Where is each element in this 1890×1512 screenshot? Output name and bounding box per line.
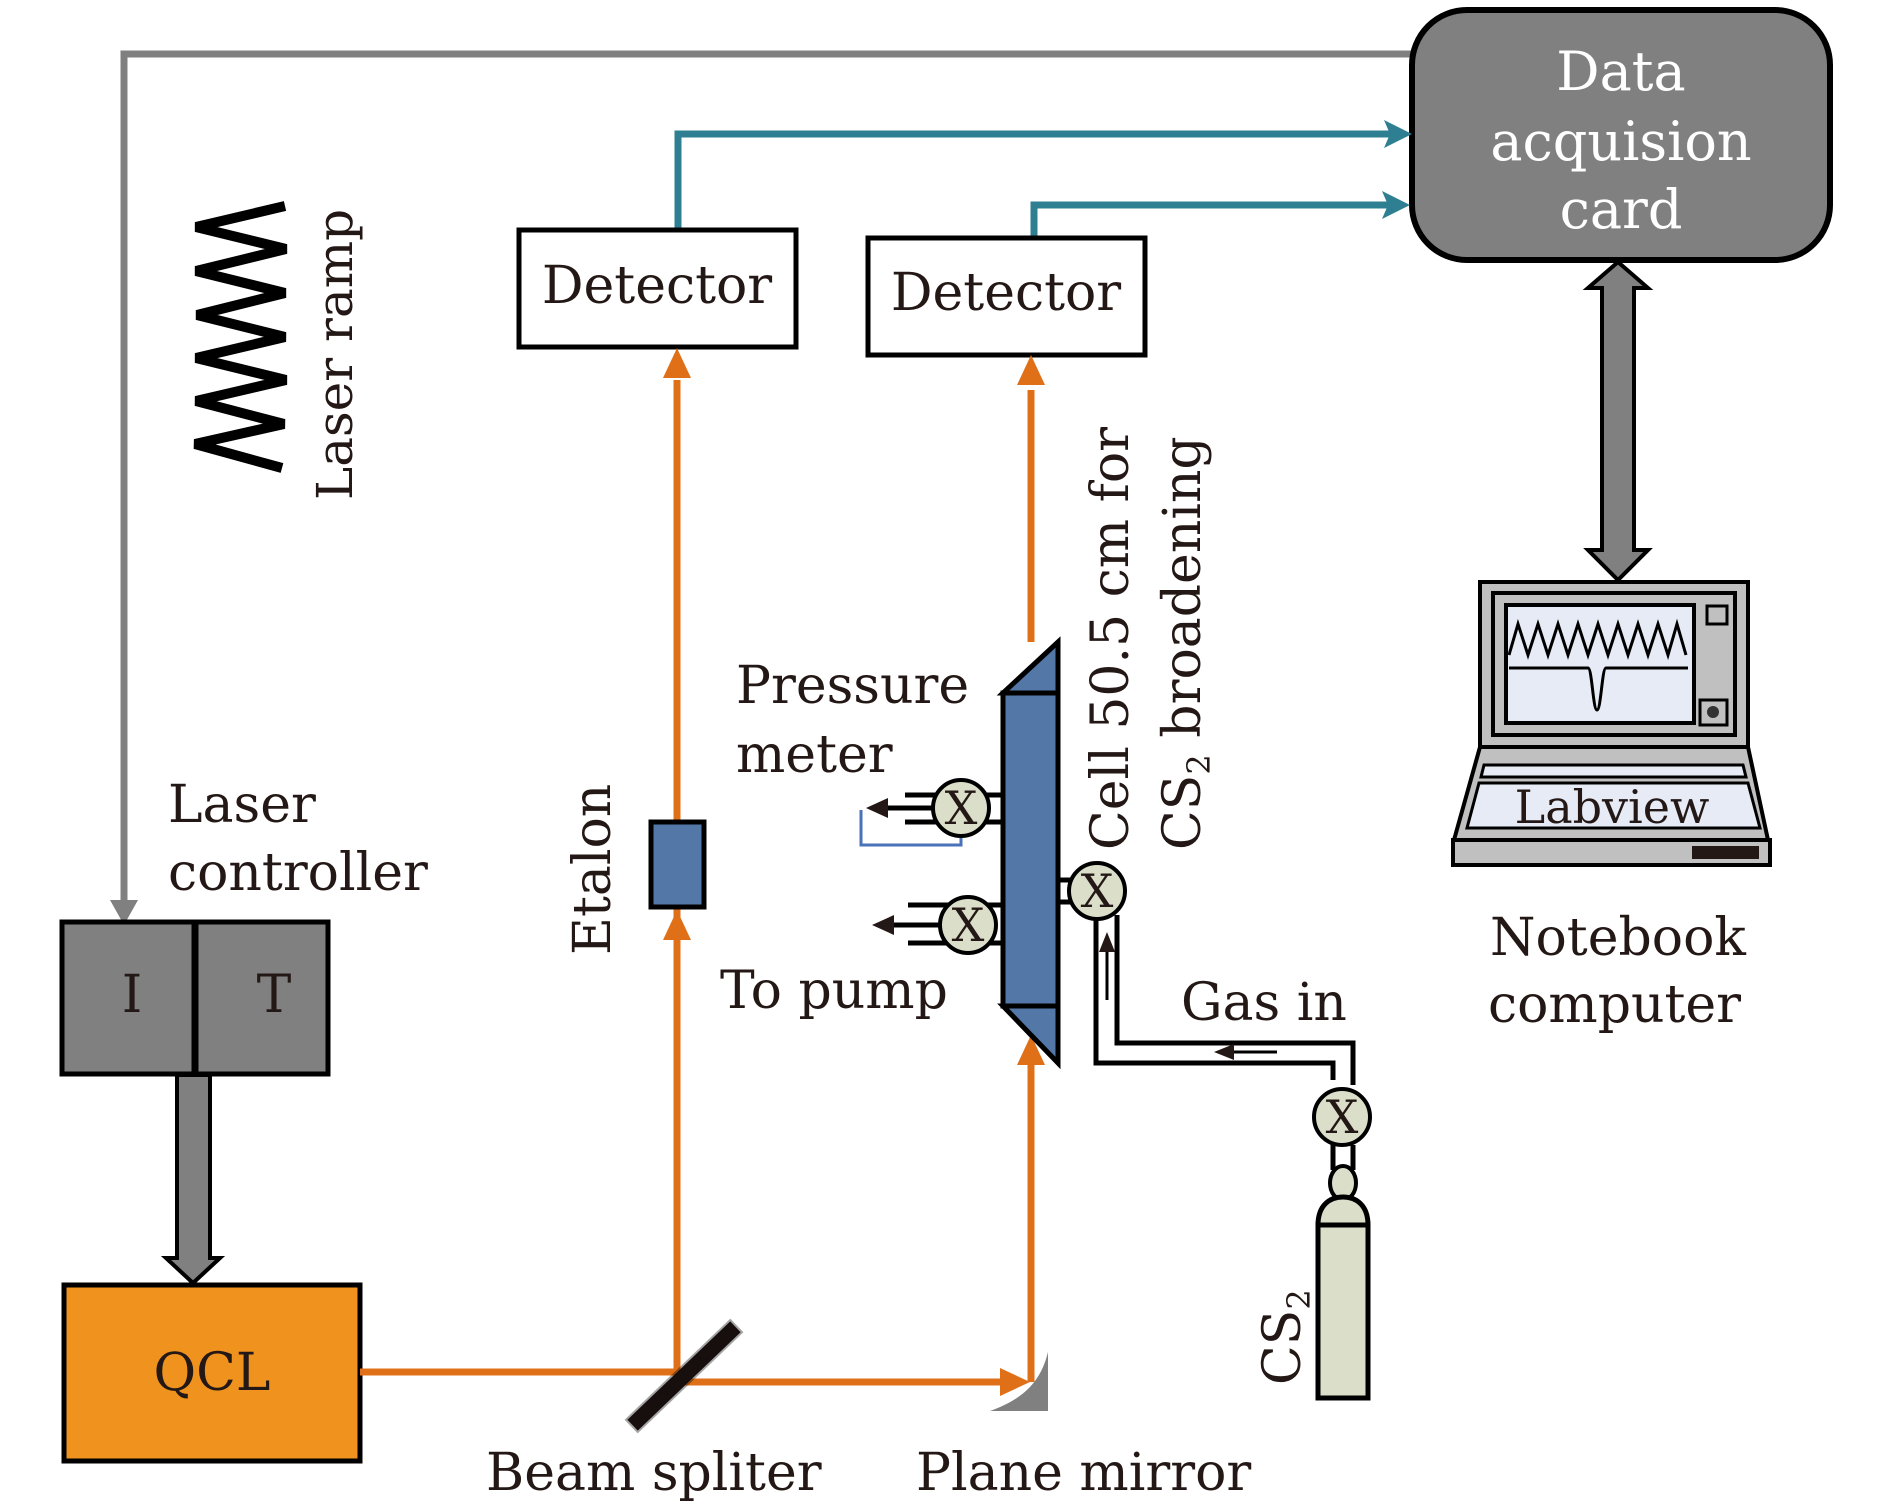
etalon: Etalon (563, 784, 707, 955)
beam-arrowheads (663, 348, 1045, 1396)
detector-2-label: Detector (891, 263, 1121, 323)
laser-ramp-label: Laser ramp (306, 209, 364, 500)
laser-controller-label-line1: Laser (168, 775, 316, 835)
pressure-meter-label-line2: meter (736, 725, 893, 785)
ramp-waveform-icon (193, 201, 288, 473)
cell-label-line2: CS2 broadening (1153, 436, 1218, 850)
daq-label-line1: Data (1556, 40, 1685, 103)
screen-absorption-dip (1509, 666, 1688, 712)
daq-label-line3: card (1560, 178, 1683, 241)
pump-valve: X (938, 895, 998, 955)
gas-cell (996, 636, 1061, 1070)
daq-card: Data acquision card (1409, 7, 1833, 263)
beam-splitter-label: Beam spliter (486, 1443, 822, 1503)
valve-mark: X (1326, 1090, 1359, 1144)
laser-controller: I T (59, 919, 331, 1077)
detector-1: Detector (516, 227, 799, 350)
laser-ramp: Laser ramp (193, 201, 364, 500)
etalon-label: Etalon (563, 784, 623, 955)
control-arrow-head (110, 900, 138, 925)
gas-flow-arrows (1099, 932, 1277, 1060)
gas-inlet-valve: X (1067, 861, 1127, 921)
laser-beam-path (360, 380, 1035, 1386)
plane-mirror (990, 1352, 1048, 1411)
controller-current-label: I (122, 965, 143, 1025)
control-line (110, 50, 1412, 925)
laser-controller-label-line2: controller (168, 843, 428, 903)
valve-mark: X (945, 781, 978, 835)
plane-mirror-label: Plane mirror (916, 1443, 1251, 1503)
notebook-label-line1: Notebook (1490, 908, 1746, 968)
daq-laptop-double-arrow (1582, 259, 1654, 583)
to-pump-label: To pump (720, 961, 948, 1021)
detector-2: Detector (865, 235, 1148, 358)
notebook-label-line2: computer (1488, 975, 1741, 1035)
valve-mark: X (952, 898, 985, 952)
detector-1-label: Detector (542, 256, 772, 316)
controller-qcl-arrow (160, 1073, 226, 1286)
controller-temperature-label: T (257, 965, 292, 1025)
cylinder-label: CS2 (1253, 1289, 1318, 1385)
signal-line-1 (674, 120, 1412, 228)
screen-ramp-waveform (1507, 618, 1688, 661)
cs2-cylinder: X (1312, 1087, 1372, 1401)
qcl-label: QCL (154, 1343, 271, 1403)
gas-in-label: Gas in (1181, 973, 1347, 1033)
pressure-meter-valve: X (931, 778, 991, 838)
daq-label-line2: acquision (1490, 110, 1751, 173)
signal-line-2 (1030, 191, 1410, 236)
valve-mark: X (1081, 864, 1114, 918)
labview-label: Labview (1515, 780, 1710, 834)
cell-label-line1: Cell 50.5 cm for (1081, 427, 1141, 850)
laptop-icon: Labview (1451, 580, 1772, 867)
beam-splitter (627, 1321, 741, 1431)
pressure-meter-label-line1: Pressure (736, 656, 969, 716)
qcl-laser: QCL (61, 1282, 363, 1464)
